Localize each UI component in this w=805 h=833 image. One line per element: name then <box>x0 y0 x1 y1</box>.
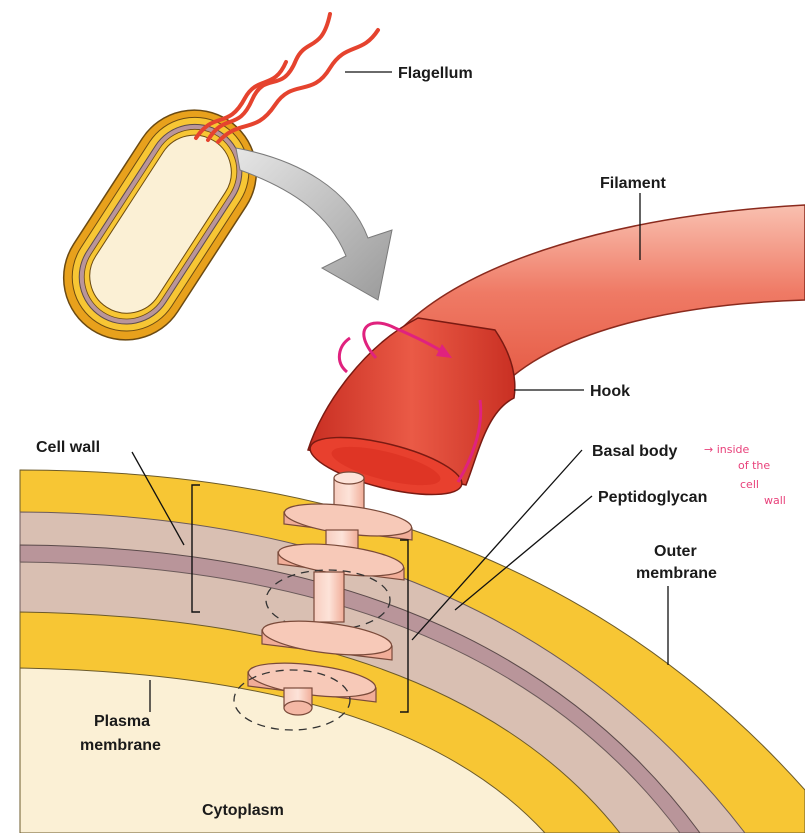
annotation-line-2: of the <box>738 459 770 472</box>
label-outer-membrane-2: membrane <box>636 565 717 582</box>
annotation-line-3: cell <box>740 478 759 491</box>
curved-zoom-arrow-icon <box>236 148 392 300</box>
label-hook: Hook <box>590 383 630 400</box>
annotation-line-1: → inside <box>704 443 750 456</box>
label-cytoplasm: Cytoplasm <box>202 802 284 819</box>
label-flagellum: Flagellum <box>398 65 473 82</box>
label-plasma-membrane-1: Plasma <box>94 713 150 730</box>
label-cell-wall: Cell wall <box>36 439 100 456</box>
small-flagella <box>196 14 378 142</box>
label-basal-body: Basal body <box>592 443 677 460</box>
label-filament: Filament <box>600 175 666 192</box>
label-peptidoglycan: Peptidoglycan <box>598 489 707 506</box>
annotation-line-4: wall <box>764 494 786 507</box>
handwritten-annotation: → inside of the cell wall <box>704 443 786 507</box>
label-plasma-membrane-2: membrane <box>80 737 161 754</box>
label-outer-membrane-1: Outer <box>654 543 697 560</box>
cell-envelope <box>20 470 805 833</box>
